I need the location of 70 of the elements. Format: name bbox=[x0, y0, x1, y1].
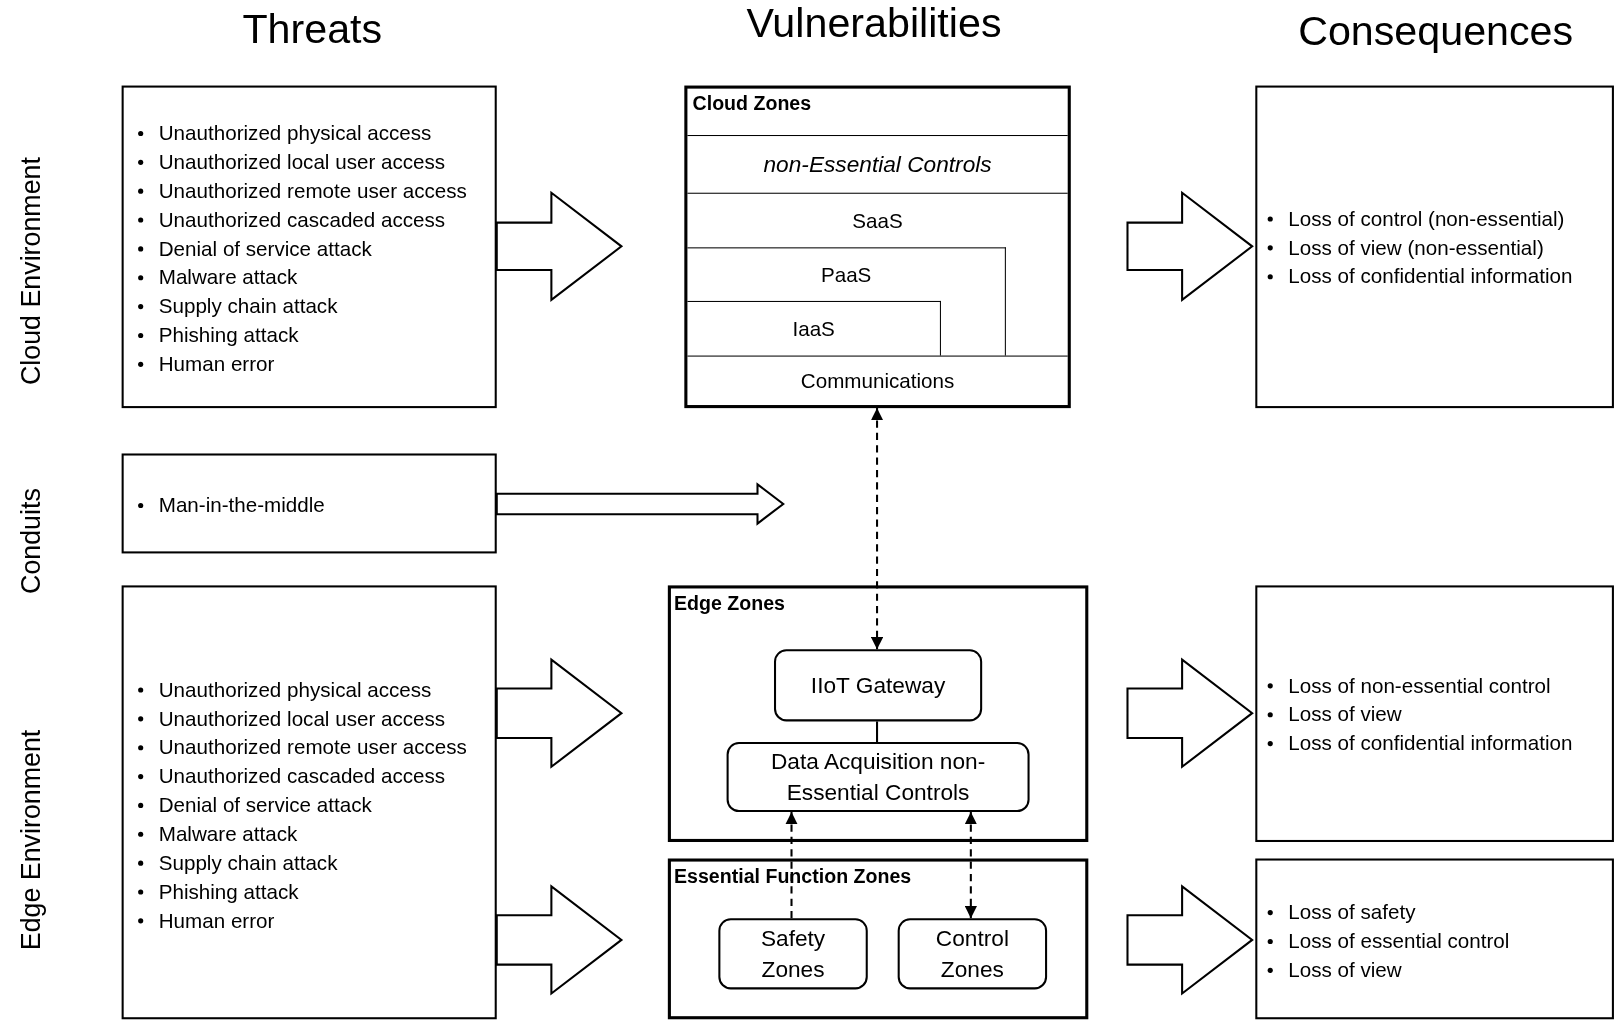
zone-box bbox=[667, 858, 1089, 1020]
zone-title: Essential Function Zones bbox=[674, 865, 912, 889]
bullet-item: Loss of control (non-essential) bbox=[1288, 207, 1565, 230]
zone-title: Edge Zones bbox=[674, 592, 785, 616]
bullet-item: Unauthorized cascaded access bbox=[158, 208, 446, 231]
block-arrow bbox=[495, 190, 624, 302]
bullet-item: Loss of safety bbox=[1288, 900, 1416, 924]
zone-title: Cloud Zones bbox=[692, 92, 812, 116]
threat-list-box bbox=[121, 585, 497, 1020]
bullet-item: Loss of confidential information bbox=[1288, 264, 1573, 288]
layer-label: non-Essential Controls bbox=[763, 151, 992, 178]
bullet-item: Phishing attack bbox=[158, 323, 299, 347]
bullet-item: Loss of view bbox=[1288, 702, 1402, 726]
bullet-item: Denial of service attack bbox=[158, 237, 372, 260]
bullet-item: Loss of view bbox=[1288, 958, 1402, 982]
zone-box bbox=[667, 585, 1089, 842]
block-arrow bbox=[1126, 884, 1254, 996]
consequence-list-box bbox=[1255, 858, 1614, 1020]
bullet-item: Denial of service attack bbox=[158, 793, 372, 817]
block-arrow bbox=[1126, 190, 1254, 302]
block-arrow bbox=[1126, 657, 1254, 769]
threat-list-box bbox=[121, 453, 497, 554]
arrow bbox=[964, 812, 977, 919]
consequence-list-box bbox=[1255, 585, 1614, 842]
bullet-item: Unauthorized local user access bbox=[158, 150, 446, 174]
bullet-item: Unauthorized remote user access bbox=[158, 179, 467, 202]
bullet-item: Unauthorized physical access bbox=[158, 678, 432, 701]
bullet-item: Unauthorized physical access bbox=[158, 121, 432, 145]
row-label: Cloud Environment bbox=[14, 157, 47, 385]
bullet-item: Loss of confidential information bbox=[1288, 731, 1573, 755]
component-label: Safety Zones bbox=[759, 924, 827, 984]
bullet-item: Human error bbox=[158, 909, 275, 932]
component-box bbox=[726, 742, 1030, 813]
bullet-item: Loss of non-essential control bbox=[1288, 674, 1551, 697]
bullet-item: Malware attack bbox=[158, 265, 298, 289]
bullet-item: Unauthorized cascaded access bbox=[158, 764, 446, 788]
row-label: Conduits bbox=[14, 488, 47, 594]
block-arrow bbox=[495, 884, 624, 996]
row-label: Edge Environment bbox=[14, 729, 47, 951]
bullet-item: Man-in-the-middle bbox=[158, 493, 325, 517]
bullet-item: Unauthorized local user access bbox=[158, 707, 446, 730]
bullet-item: Human error bbox=[158, 352, 275, 376]
layer-label: PaaS bbox=[820, 263, 872, 288]
bullet-item: Loss of view (non-essential) bbox=[1288, 236, 1544, 259]
bullet-item: Malware attack bbox=[158, 822, 298, 846]
component-label: Data Acquisition non-Essential Controls bbox=[769, 747, 987, 807]
layer-label: Communications bbox=[800, 368, 955, 393]
column-heading: Vulnerabilities bbox=[746, 0, 1002, 46]
bullet-item: Supply chain attack bbox=[158, 851, 338, 874]
column-heading: Consequences bbox=[1298, 7, 1574, 55]
component-box bbox=[718, 918, 868, 990]
zone-box bbox=[684, 85, 1071, 409]
block-arrow bbox=[495, 482, 785, 526]
column-heading: Threats bbox=[242, 5, 383, 53]
component-box bbox=[774, 649, 983, 722]
block-arrow bbox=[495, 657, 624, 769]
bullet-item: Phishing attack bbox=[158, 880, 299, 903]
layer-label: IaaS bbox=[792, 316, 835, 341]
consequence-list-box bbox=[1255, 85, 1614, 409]
component-label: Control Zones bbox=[934, 924, 1010, 984]
arrow bbox=[870, 408, 884, 650]
connector-line bbox=[876, 721, 879, 743]
bullet-item: Supply chain attack bbox=[158, 294, 338, 318]
layer-label: SaaS bbox=[852, 208, 903, 233]
bullet-item: Loss of essential control bbox=[1288, 929, 1510, 953]
component-label: IIoT Gateway bbox=[810, 671, 946, 700]
bullet-item: Unauthorized remote user access bbox=[158, 735, 467, 759]
arrow bbox=[785, 812, 798, 919]
component-box bbox=[897, 918, 1048, 990]
threat-list-box bbox=[121, 85, 497, 409]
